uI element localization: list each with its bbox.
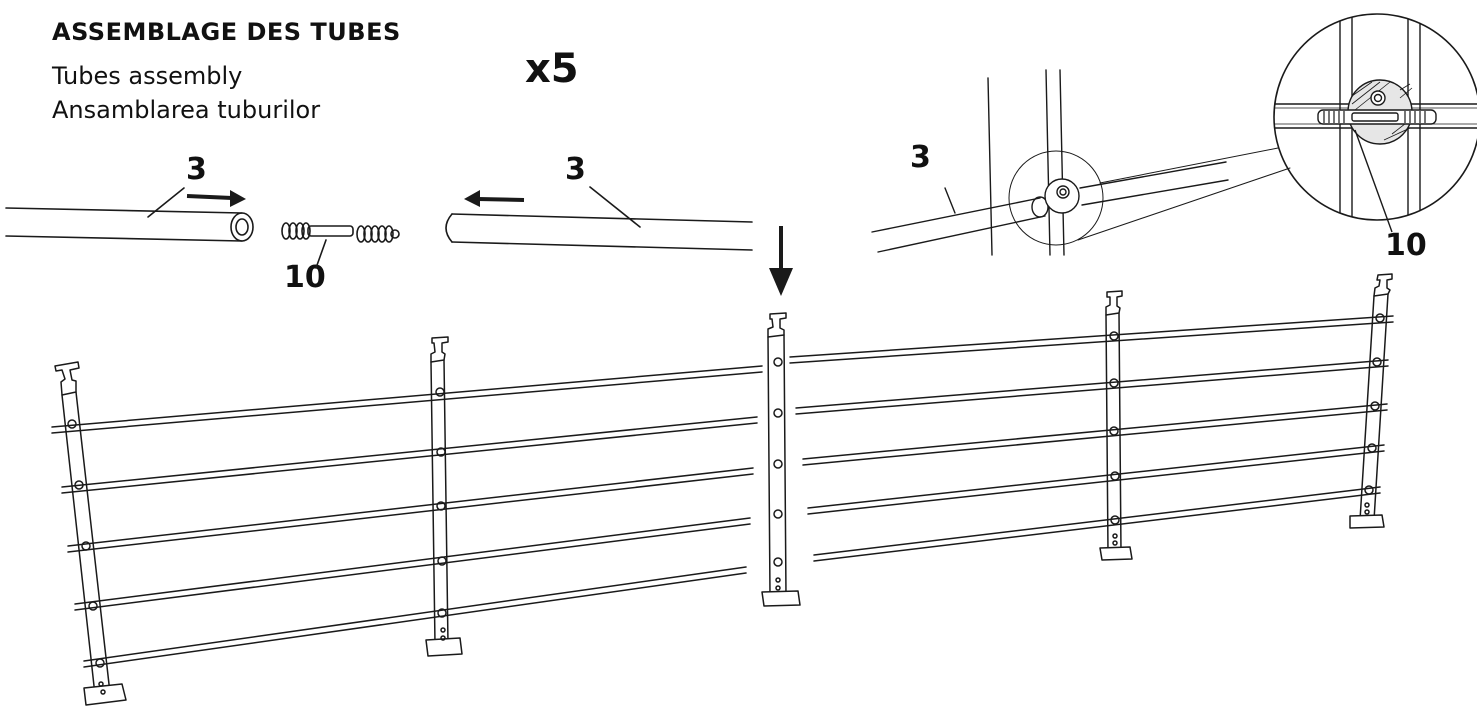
label-tube-left: 3: [186, 152, 207, 187]
connector-part: [281, 222, 400, 243]
post-1: [54, 361, 127, 706]
leader-tube-left: [147, 187, 185, 218]
leader-connector-left: [315, 239, 327, 269]
arrow-left-icon: [464, 190, 525, 207]
post-3: [761, 312, 801, 607]
tube-left: [5, 207, 254, 242]
title-romanian: Ansamblarea tuburilor: [52, 96, 321, 124]
arrow-down-icon: [769, 226, 793, 296]
leader-connector-detail: [1354, 129, 1393, 233]
post-2: [425, 336, 463, 657]
rails-left-section: [51, 365, 763, 668]
zoom-circle: [1273, 13, 1477, 233]
label-tube-detail: 3: [910, 140, 931, 175]
label-connector-left: 10: [284, 260, 326, 295]
tube-right: [445, 213, 753, 251]
label-connector-detail: 10: [1385, 228, 1427, 263]
title-english: Tubes assembly: [52, 62, 243, 90]
label-tube-right: 3: [565, 152, 586, 187]
post-5: [1349, 273, 1393, 529]
post-4: [1099, 290, 1133, 561]
quantity-label: x5: [525, 46, 579, 92]
detail-view: [871, 69, 1291, 256]
railing: [51, 273, 1394, 706]
leader-tube-right: [589, 186, 641, 228]
rails-right-section: [789, 315, 1394, 562]
title-french: ASSEMBLAGE DES TUBES: [52, 18, 401, 46]
leader-tube-detail: [944, 187, 956, 214]
arrow-right-icon: [186, 190, 246, 207]
